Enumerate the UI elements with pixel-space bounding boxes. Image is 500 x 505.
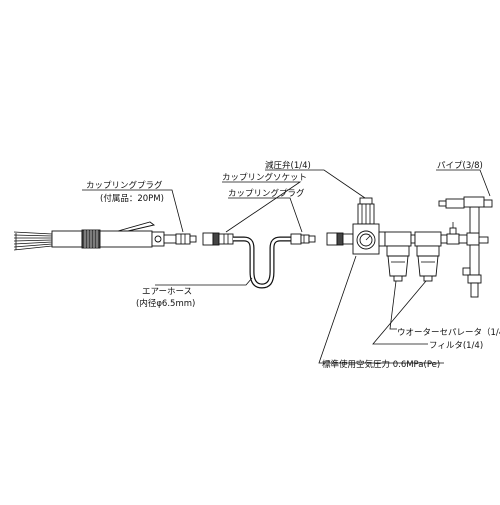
grip-knurl xyxy=(84,230,98,248)
leader-lines xyxy=(82,169,491,364)
throttle-lever xyxy=(117,221,156,232)
filter-unit xyxy=(414,231,448,282)
coupling-plug-tool xyxy=(175,233,197,245)
label-reducing-valve: 減圧弁(1/4) xyxy=(265,160,311,171)
label-air-hose-note: (内径φ6.5mm) xyxy=(136,298,195,309)
tool-nose xyxy=(51,230,83,248)
label-filter: フィルタ(1/4) xyxy=(429,341,483,351)
label-coupling-plug-top-note: (付属品：20PM) xyxy=(100,193,164,204)
tool-inlet xyxy=(163,234,177,244)
label-coupling-socket: カップリングソケット xyxy=(222,172,307,183)
label-coupling-plug-top: カップリングプラグ xyxy=(86,180,163,191)
regulator-socket xyxy=(326,232,354,246)
pipe-assembly xyxy=(438,196,493,298)
needle-scaler-tool xyxy=(13,221,177,251)
tool-end-bolt xyxy=(154,235,162,243)
needle-bundle xyxy=(13,231,53,251)
label-pipe: パイプ(3/8) xyxy=(437,161,483,171)
coupling-socket xyxy=(202,232,234,246)
label-water-separator: ウオーターセパレータ（1/4） xyxy=(397,327,500,338)
reducing-valve xyxy=(352,197,386,255)
label-standard-pressure: 標準使用空気圧力 0.6MPa(Pe) xyxy=(322,359,440,370)
ball-valve xyxy=(446,222,468,245)
label-coupling-plug-mid: カップリングプラグ xyxy=(228,188,305,199)
coupling-plug-mid xyxy=(290,233,316,245)
callout-labels: カップリングプラグ (付属品：20PM) カップリングソケット カップリングプラ… xyxy=(86,160,500,370)
air-hose xyxy=(233,236,291,289)
label-air-hose: エアーホース xyxy=(142,287,192,297)
tool-barrel xyxy=(99,230,153,248)
water-separator-unit xyxy=(384,231,416,282)
